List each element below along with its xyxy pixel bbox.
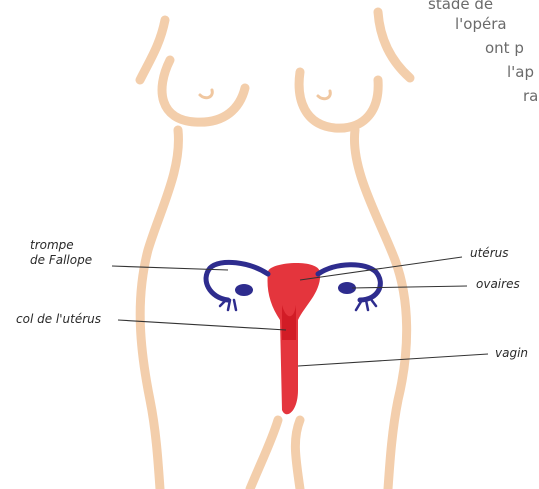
clipped-line: ont p bbox=[485, 38, 524, 58]
label-trompe: trompe bbox=[30, 238, 74, 252]
clipped-line: l'opéra bbox=[455, 14, 507, 34]
clipped-line: l'ap bbox=[507, 62, 534, 82]
label-ovaires: ovaires bbox=[476, 277, 520, 291]
label-uterus: utérus bbox=[470, 246, 508, 260]
leader-ovaires bbox=[352, 286, 467, 288]
clipped-line: ra bbox=[523, 86, 538, 106]
clipped-line: stade de bbox=[428, 0, 493, 14]
nipples bbox=[200, 90, 330, 99]
label-trompe-line2: de Fallope bbox=[30, 253, 92, 267]
label-vagin: vagin bbox=[495, 346, 528, 360]
leader-vagin bbox=[298, 354, 488, 366]
label-col: col de l'utérus bbox=[16, 312, 101, 326]
uterus-illustration bbox=[268, 263, 321, 414]
body-outline bbox=[140, 12, 410, 489]
left-ovary bbox=[235, 284, 253, 296]
